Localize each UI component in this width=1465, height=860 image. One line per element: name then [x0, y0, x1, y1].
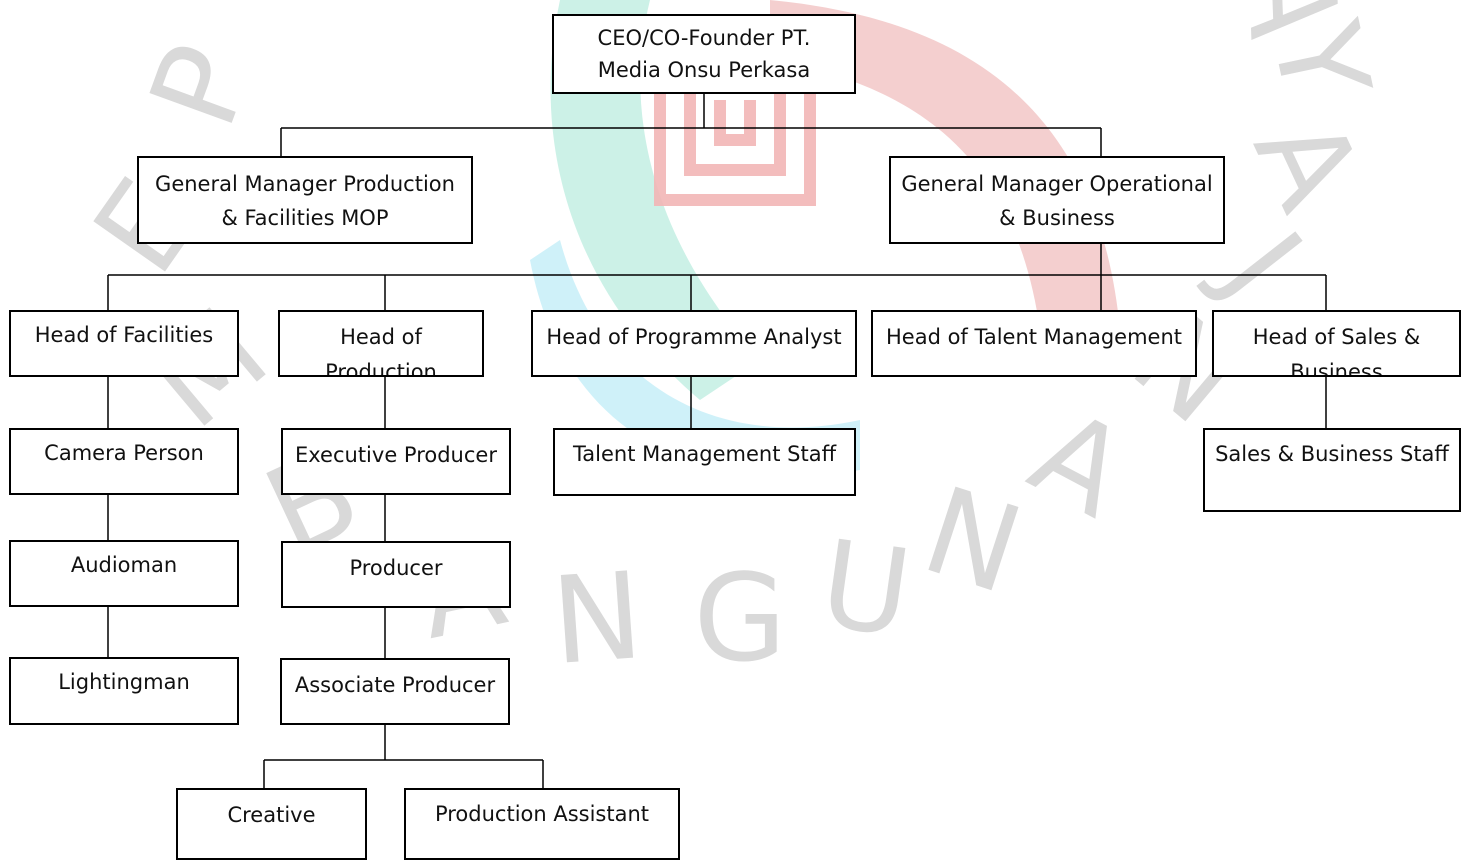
watermark-letter: U [812, 515, 918, 665]
lightingman-box: Lightingman [9, 657, 239, 725]
sales-staff-box: Sales & Business Staff [1203, 428, 1461, 512]
creative-label: Creative [227, 803, 316, 827]
head-talent-box: Head of Talent Management [871, 310, 1197, 377]
executive-producer-label: Executive Producer [295, 443, 497, 467]
production-assistant-box: Production Assistant [404, 788, 680, 860]
head-production-box: Head of Production [278, 310, 484, 377]
producer-label: Producer [349, 556, 443, 580]
head-programme-box: Head of Programme Analyst [531, 310, 857, 377]
head-facilities-box: Head of Facilities [9, 310, 239, 377]
executive-producer-box: Executive Producer [281, 428, 511, 495]
associate-producer-label: Associate Producer [294, 673, 496, 697]
associate-producer-box: Associate Producer [280, 658, 510, 725]
camera-person-box: Camera Person [9, 428, 239, 495]
watermark-letter: N [548, 547, 647, 692]
gm-operational-label: General Manager Operational & Business [901, 172, 1213, 230]
producer-box: Producer [281, 541, 511, 608]
talent-staff-label: Talent Management Staff [572, 442, 837, 466]
head-sales-box: Head of Sales & Business [1212, 310, 1461, 377]
watermark-letter: A [1220, 0, 1362, 42]
talent-staff-box: Talent Management Staff [553, 428, 856, 496]
audioman-box: Audioman [9, 540, 239, 607]
production-assistant-label: Production Assistant [434, 802, 650, 826]
head-sales-label: Head of Sales & Business [1252, 325, 1421, 377]
head-production-label: Head of Production [325, 325, 437, 377]
gm-operational-box: General Manager Operational & Business [889, 156, 1225, 244]
ceo-box: CEO/CO-Founder PT. Media Onsu Perkasa [552, 14, 856, 94]
audioman-label: Audioman [70, 553, 178, 577]
sales-staff-label: Sales & Business Staff [1215, 442, 1449, 466]
ceo-label: CEO/CO-Founder PT. Media Onsu Perkasa [597, 26, 811, 82]
camera-person-label: Camera Person [44, 441, 204, 465]
head-talent-label: Head of Talent Management [885, 325, 1183, 349]
gm-production-box: General Manager Production & Facilities … [137, 156, 473, 244]
watermark-center-mark [654, 60, 816, 206]
lightingman-label: Lightingman [58, 670, 190, 694]
creative-box: Creative [176, 788, 367, 860]
head-facilities-label: Head of Facilities [34, 323, 214, 347]
head-programme-label: Head of Programme Analyst [546, 325, 842, 349]
watermark-red-swoosh [770, 0, 1120, 330]
gm-production-label: General Manager Production & Facilities … [155, 172, 455, 230]
watermark-letter: G [694, 550, 787, 689]
